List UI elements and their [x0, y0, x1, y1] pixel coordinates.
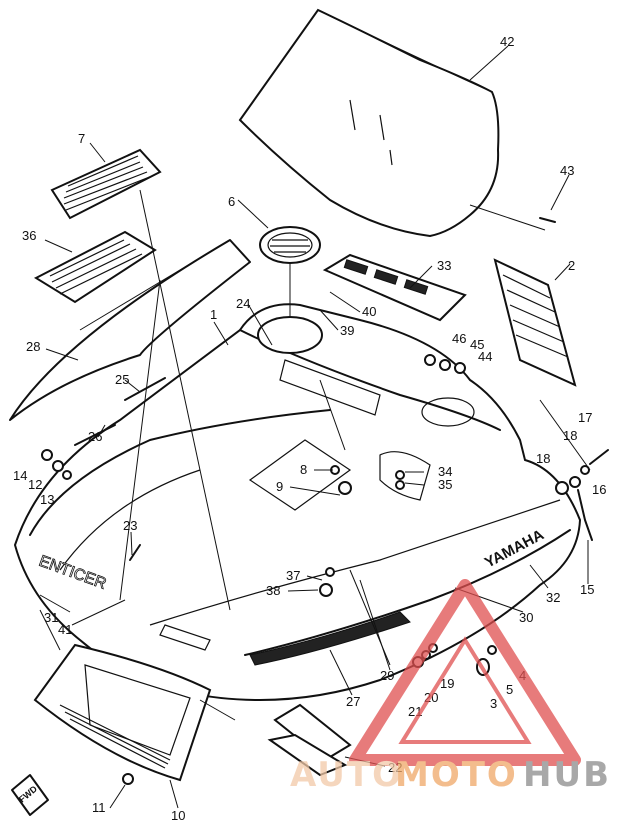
callout-17: 17: [578, 410, 592, 425]
callout-27: 27: [346, 694, 360, 709]
callout-6: 6: [228, 194, 235, 209]
hood-body: YAMAHA ENTICER: [13, 303, 582, 702]
watermark-hub: HUB: [523, 755, 611, 795]
callout-labels: 1 2 3 4 5 6 7 8 9 10 11 12 13 14 15 16 1…: [13, 34, 606, 823]
callout-11: 11: [92, 800, 106, 815]
callout-28: 28: [26, 339, 40, 354]
watermark-auto: AUTO: [290, 755, 403, 795]
callout-37: 37: [286, 568, 300, 583]
callout-26: 26: [88, 429, 102, 444]
callout-41: 41: [58, 622, 72, 637]
callout-38: 38: [266, 583, 280, 598]
callout-23: 23: [123, 518, 137, 533]
watermark-triangle: [349, 579, 581, 766]
assembly-lines: [39, 189, 591, 721]
callout-31: 31: [44, 610, 58, 625]
callout-36: 36: [22, 228, 36, 243]
side-vent: [493, 258, 577, 387]
callout-46: 46: [452, 331, 466, 346]
callout-18b: 18: [536, 451, 550, 466]
callout-25: 25: [115, 372, 129, 387]
callout-34: 34: [438, 464, 452, 479]
callout-8: 8: [300, 462, 307, 477]
instrument-panel: [322, 253, 467, 322]
callout-7: 7: [78, 131, 85, 146]
callout-40: 40: [362, 304, 376, 319]
callout-33: 33: [437, 258, 451, 273]
callout-9: 9: [276, 479, 283, 494]
callout-16: 16: [592, 482, 606, 497]
callout-18a: 18: [563, 428, 577, 443]
windshield: [238, 8, 500, 238]
callout-2: 2: [568, 258, 575, 273]
callout-10: 10: [171, 808, 185, 823]
bumper-bracket: [267, 703, 352, 777]
callout-12: 12: [28, 477, 42, 492]
callout-45: 45: [470, 337, 484, 352]
callout-3: 3: [490, 696, 497, 711]
callout-35: 35: [438, 477, 452, 492]
callout-14: 14: [13, 468, 27, 483]
round-grill: [259, 226, 321, 264]
callout-39: 39: [340, 323, 354, 338]
callout-19: 19: [440, 676, 454, 691]
fwd-badge: FWD: [11, 774, 49, 816]
callout-44: 44: [478, 349, 492, 364]
callout-1: 1: [210, 307, 217, 322]
callout-42: 42: [500, 34, 514, 49]
callout-leaders: [39, 45, 589, 809]
callout-15: 15: [580, 582, 594, 597]
callout-29: 29: [380, 668, 394, 683]
callout-24: 24: [236, 296, 250, 311]
headlight-grill: [33, 643, 212, 782]
callout-43: 43: [560, 163, 574, 178]
vent-grill-lower: [33, 230, 157, 304]
callout-13: 13: [40, 492, 54, 507]
callout-5: 5: [506, 682, 513, 697]
vent-grill-top: [50, 148, 162, 220]
fwd-label: FWD: [17, 783, 40, 804]
left-side-panel: [9, 239, 251, 421]
callout-32: 32: [546, 590, 560, 605]
callout-30: 30: [519, 610, 533, 625]
watermark-moto: MOTO: [395, 755, 518, 795]
watermark: AUTO MOTO HUB: [290, 579, 611, 795]
